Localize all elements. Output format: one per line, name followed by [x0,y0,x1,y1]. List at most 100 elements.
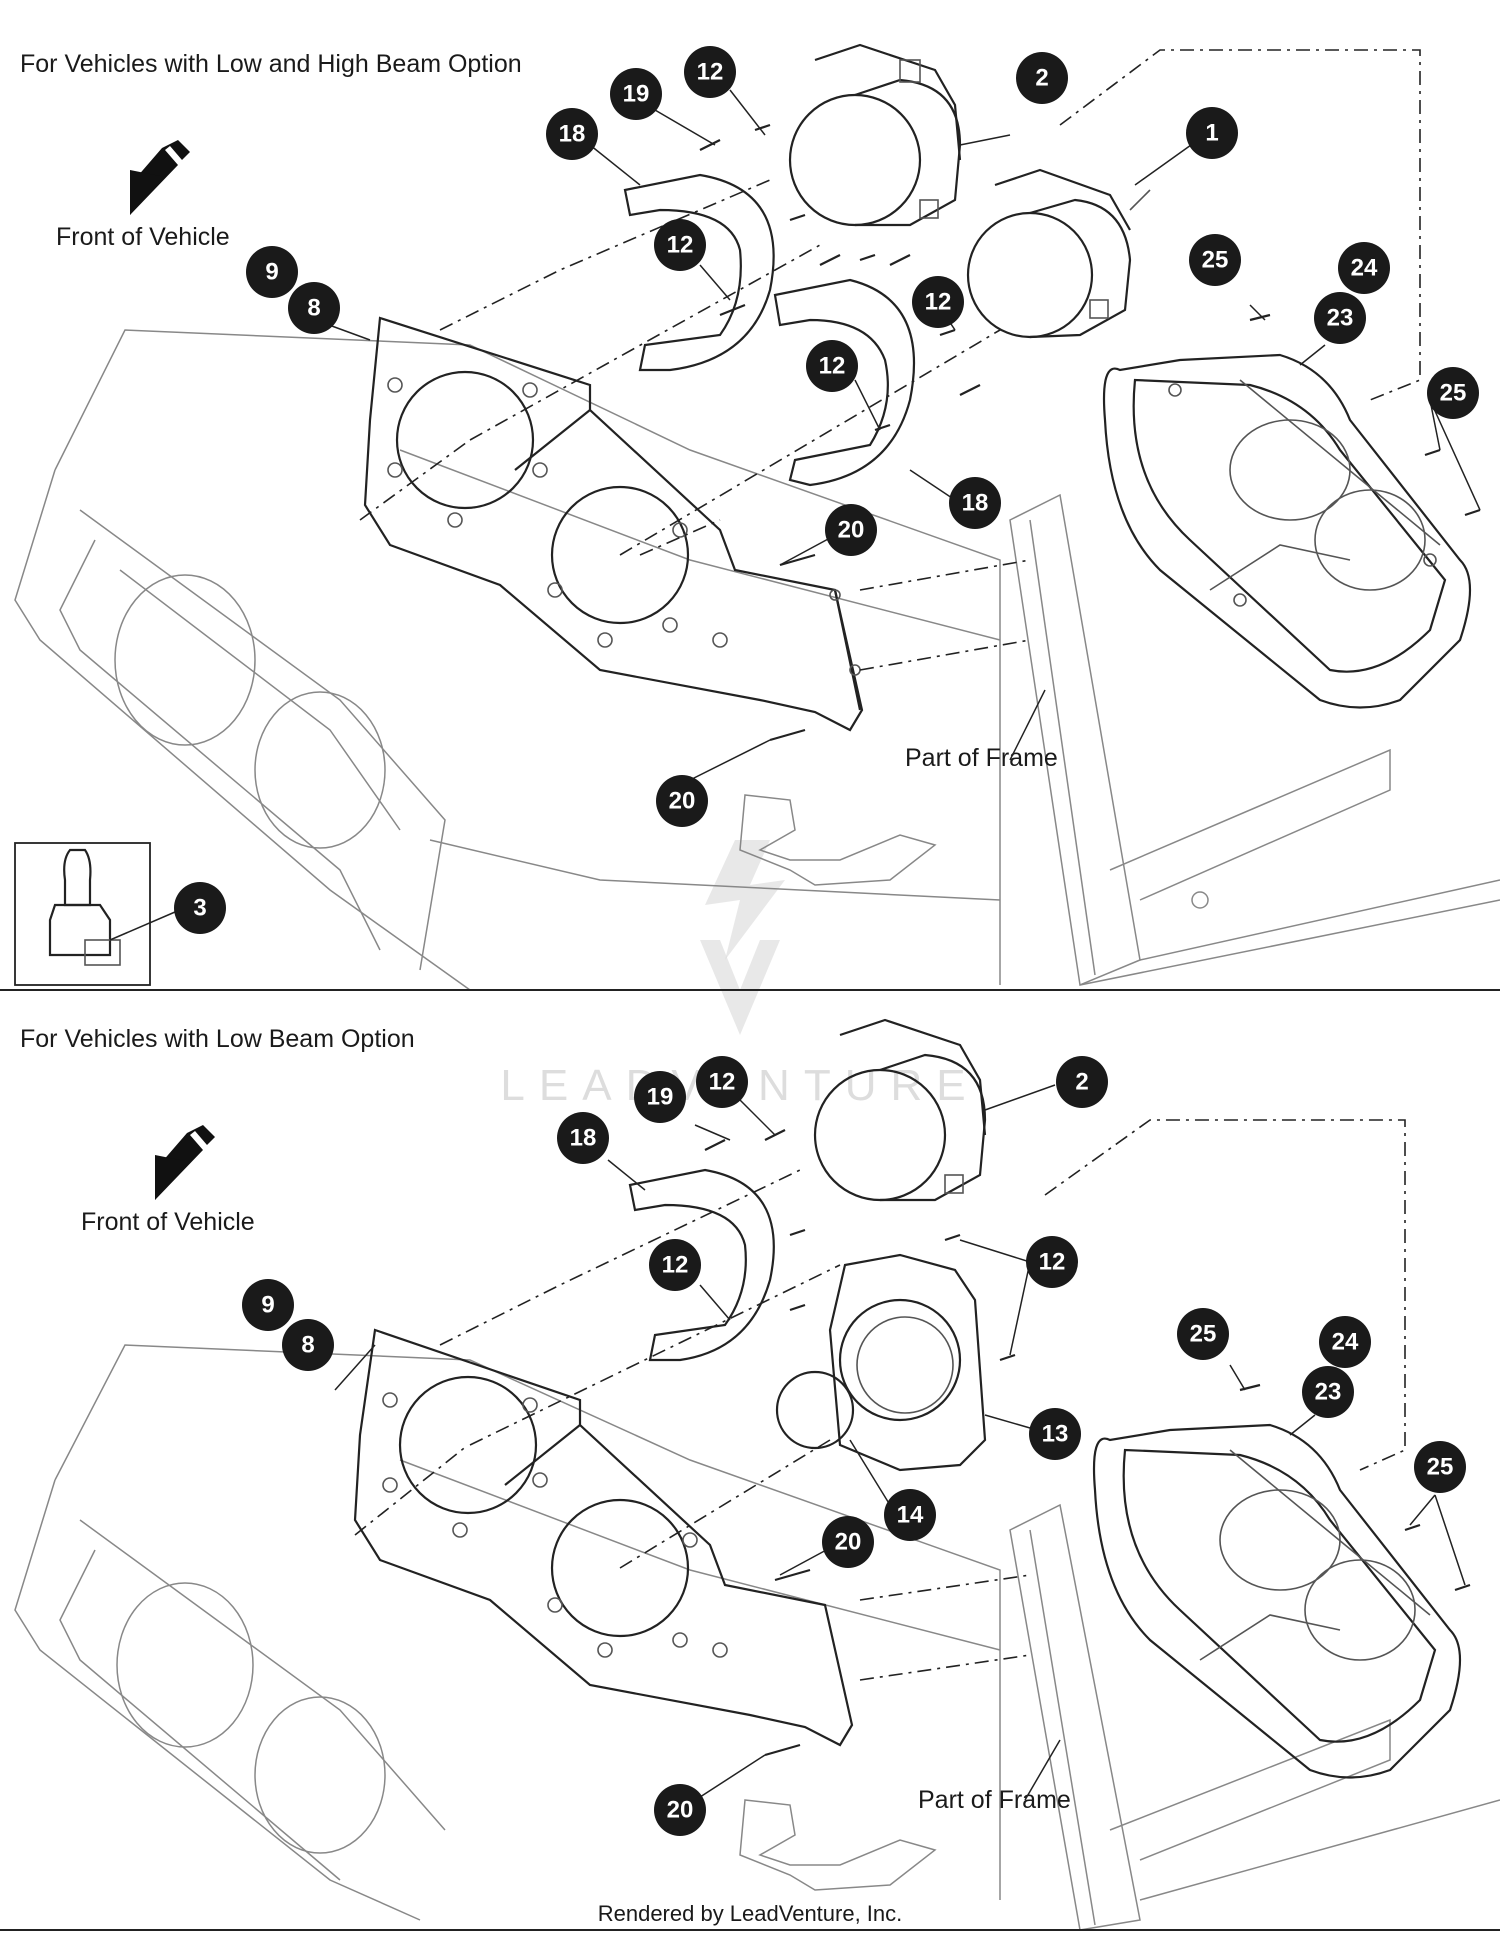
callout-number: 3 [193,895,206,922]
assembly-line [859,559,1031,591]
callout-badge[interactable]: 20 [825,504,877,556]
callout-badge[interactable]: 18 [546,108,598,160]
callout-number: 8 [307,295,320,322]
callout-badge[interactable]: 20 [654,1784,706,1836]
callout-badge[interactable]: 25 [1177,1308,1229,1360]
callout-number: 9 [261,1292,274,1319]
headlight-housing [1102,353,1472,709]
callout-badge[interactable]: 25 [1414,1441,1466,1493]
callout-number: 25 [1202,247,1229,274]
callout-badge[interactable]: 9 [246,246,298,298]
callout-number: 8 [301,1332,314,1359]
callout-badge[interactable]: 14 [884,1489,936,1541]
callout-number: 18 [559,121,586,148]
top-section-title: For Vehicles with Low and High Beam Opti… [20,50,522,78]
callout-badge[interactable]: 25 [1427,367,1479,419]
callout-number: 12 [709,1069,736,1096]
callout-badge[interactable]: 12 [696,1056,748,1108]
vehicle-front-body [14,1344,1001,1921]
assembly-line [469,1264,841,1446]
assembly-line [439,1169,801,1346]
callout-number: 20 [838,517,865,544]
bottom-section: For Vehicles with Low Beam Option Front … [14,1018,1500,1931]
callout-number: 18 [570,1125,597,1152]
callout-badge[interactable]: 2 [1056,1056,1108,1108]
callout-number: 9 [265,259,278,286]
callout-number: 25 [1440,380,1467,407]
headlight-low-beam [813,1018,987,1202]
callout-badge[interactable]: 24 [1319,1316,1371,1368]
bottom-section-title: For Vehicles with Low Beam Option [20,1025,415,1053]
callout-number: 23 [1327,305,1354,332]
callout-number: 24 [1351,255,1378,282]
part-of-frame-label: Part of Frame [905,744,1058,772]
callout-badge[interactable]: 9 [242,1279,294,1331]
callout-badge[interactable]: 20 [656,775,708,827]
assembly-line [1059,49,1421,401]
callout-badge[interactable]: 3 [174,882,226,934]
callout-badge[interactable]: 2 [1016,52,1068,104]
callout-badge[interactable]: 8 [288,282,340,334]
retaining-ring-upper [623,173,775,372]
hardware-screws [699,123,1481,742]
assembly-line [439,179,771,331]
front-arrow-icon [155,1125,215,1200]
callout-badge[interactable]: 25 [1189,234,1241,286]
callout-badge[interactable]: 1 [1186,107,1238,159]
callout-number: 12 [667,232,694,259]
assembly-line [1044,1119,1406,1471]
headlight-high-beam [966,168,1151,339]
lens-cover [775,1370,855,1450]
callout-number: 12 [1039,1249,1066,1276]
callout-badge[interactable]: 24 [1338,242,1390,294]
callout-number: 12 [662,1252,689,1279]
assembly-line [354,1444,469,1536]
callout-badge[interactable]: 8 [282,1319,334,1371]
blank-plate [828,1253,987,1472]
headlight-bracket [363,316,864,732]
callout-number: 25 [1190,1321,1217,1348]
watermark-logo [700,840,785,1035]
assembly-line [619,1439,831,1569]
retaining-ring [628,1168,775,1362]
callout-badge[interactable]: 19 [634,1071,686,1123]
assembly-line [469,244,821,441]
callout-number: 12 [819,353,846,380]
callout-number: 18 [962,490,989,517]
callout-number: 25 [1427,1454,1454,1481]
headlight-low-beam [788,43,962,227]
callout-badge[interactable]: 18 [949,477,1001,529]
part-of-frame-label: Part of Frame [918,1786,1071,1814]
credit-text: Rendered by LeadVenture, Inc. [598,1901,903,1926]
callout-badge[interactable]: 13 [1029,1408,1081,1460]
assembly-line [359,439,471,521]
vehicle-front-body [14,329,1001,991]
callout-badge[interactable]: 23 [1302,1366,1354,1418]
callout-badge[interactable]: 12 [806,340,858,392]
callout-badge[interactable]: 18 [557,1112,609,1164]
frame-member [1009,1503,1500,1931]
callout-badge[interactable]: 23 [1314,292,1366,344]
bulb-inset [14,842,176,986]
frame-member [1009,493,1500,987]
callout-number: 20 [669,788,696,815]
assembly-line [859,1654,1031,1681]
headlight-bracket [353,1328,854,1747]
assembly-line [619,329,1001,556]
callout-number: 2 [1035,65,1048,92]
callout-badge[interactable]: 12 [912,276,964,328]
callout-badge[interactable]: 12 [684,46,736,98]
front-of-vehicle-label: Front of Vehicle [56,223,230,251]
callout-badge[interactable]: 12 [1026,1236,1078,1288]
callout-number: 1 [1205,120,1218,147]
callout-number: 14 [897,1502,924,1529]
logo-stamp [739,1799,937,1891]
callout-badge[interactable]: 12 [654,219,706,271]
callout-badge[interactable]: 12 [649,1239,701,1291]
front-of-vehicle-label: Front of Vehicle [81,1208,255,1236]
callout-badge[interactable]: 19 [610,68,662,120]
callout-number: 20 [835,1529,862,1556]
callout-badge[interactable]: 20 [822,1516,874,1568]
top-section: For Vehicles with Low and High Beam Opti… [14,43,1500,991]
